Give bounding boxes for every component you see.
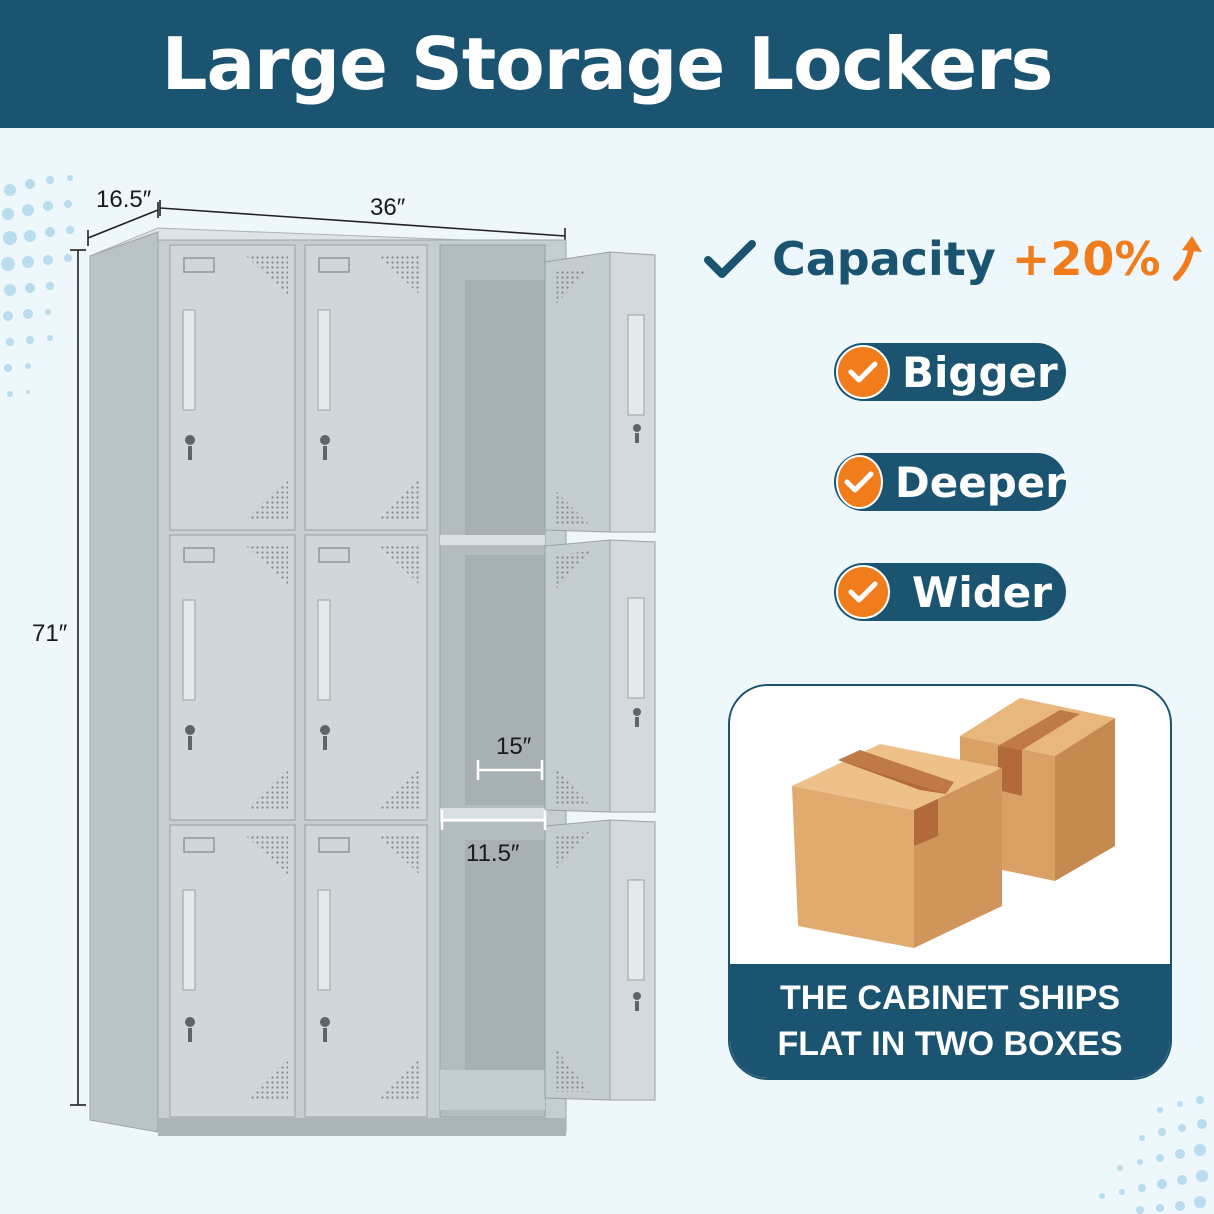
locker-cabinet-illustration bbox=[70, 200, 656, 1136]
dimension-lines bbox=[70, 200, 566, 1106]
feature-pill-bigger: Bigger bbox=[834, 343, 1066, 401]
shipping-card: THE CABINET SHIPS FLAT IN TWO BOXES bbox=[728, 684, 1172, 1080]
cardboard-boxes-illustration bbox=[792, 698, 1115, 948]
up-arrow-icon bbox=[1173, 236, 1203, 281]
open-locker-interior bbox=[439, 244, 546, 1118]
orange-check-circle-icon bbox=[836, 455, 883, 509]
locker-doors-closed bbox=[169, 244, 428, 1118]
feature-label: Deeper bbox=[894, 457, 1066, 507]
decorative-dots-left bbox=[1, 175, 74, 397]
capacity-value: +20% bbox=[1011, 232, 1161, 286]
door-details bbox=[182, 255, 420, 1100]
shipping-line-1: THE CABINET SHIPS bbox=[779, 979, 1121, 1017]
feature-label: Wider bbox=[912, 567, 1052, 617]
feature-label: Bigger bbox=[902, 347, 1058, 397]
width-dimension-label: 36″ bbox=[370, 194, 406, 221]
interior-dimension-markers bbox=[440, 760, 547, 830]
capacity-label: Capacity bbox=[772, 232, 996, 286]
feature-pill-wider: Wider bbox=[834, 563, 1066, 621]
header-banner: Large Storage Lockers bbox=[0, 0, 1214, 128]
compartment-height-label: 15″ bbox=[496, 733, 532, 760]
open-doors bbox=[544, 251, 656, 1101]
feature-pill-deeper: Deeper bbox=[834, 453, 1066, 511]
capacity-line: Capacity +20% bbox=[704, 232, 1208, 286]
orange-check-circle-icon bbox=[836, 565, 890, 619]
page-title: Large Storage Lockers bbox=[161, 22, 1054, 106]
height-dimension-label: 71″ bbox=[32, 620, 68, 647]
orange-check-circle-icon bbox=[836, 345, 890, 399]
shipping-note: THE CABINET SHIPS FLAT IN TWO BOXES bbox=[730, 964, 1170, 1078]
check-icon bbox=[704, 240, 756, 278]
shipping-line-2: FLAT IN TWO BOXES bbox=[777, 1025, 1123, 1063]
compartment-depth-label: 11.5″ bbox=[466, 840, 520, 867]
depth-dimension-label: 16.5″ bbox=[96, 186, 152, 213]
decorative-dots-right bbox=[1099, 1096, 1208, 1214]
